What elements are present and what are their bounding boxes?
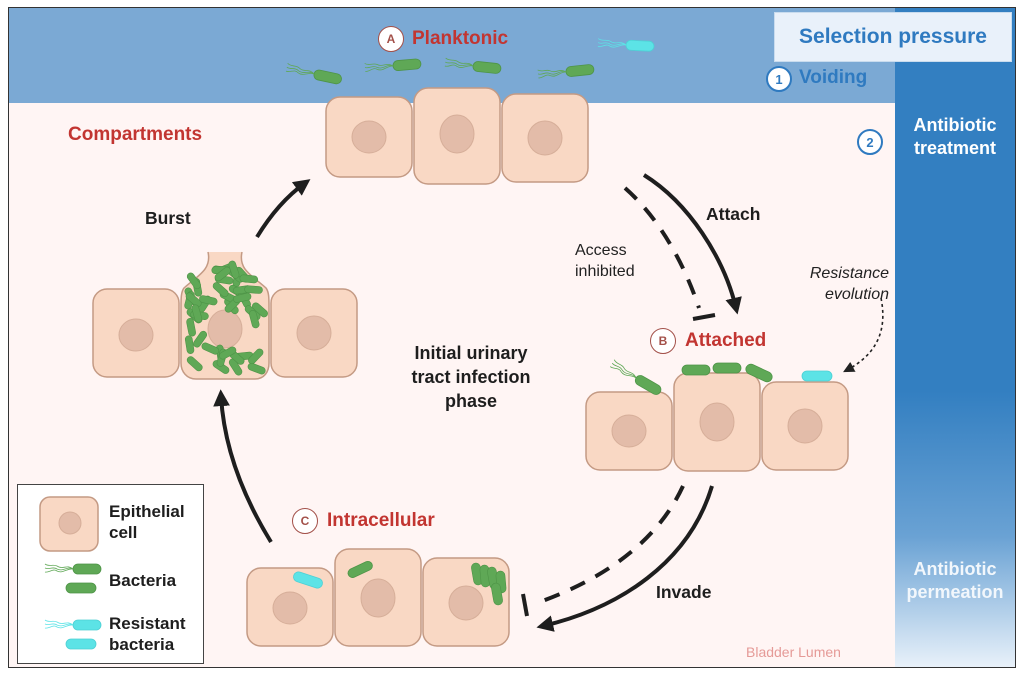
epithelial-cell-icon	[39, 496, 99, 552]
epithelial-cell	[413, 87, 501, 185]
burst-bacterium	[191, 304, 203, 323]
epithelial-cell	[334, 548, 422, 647]
epithelial-cell	[325, 96, 413, 178]
attached-bacterium	[745, 363, 773, 383]
epithelial-cell	[270, 288, 358, 378]
pressure-number-badge: 2	[857, 129, 883, 155]
access-inhibited-label: Access inhibited	[575, 242, 635, 280]
epithelial-cell	[501, 93, 589, 183]
attach-arrow	[642, 173, 742, 315]
legend-resistant-bacteria-label: Resistant bacteria	[109, 614, 186, 654]
planktonic-bacterium	[537, 63, 595, 81]
epithelial-cell	[585, 391, 673, 471]
stage-badge-a: A	[378, 26, 404, 52]
burst-return-arrow	[213, 389, 273, 544]
intracellular-label: Intracellular	[327, 510, 435, 531]
invade-arrow	[536, 485, 714, 632]
antibiotic-treatment-label: Antibiotic treatment	[913, 115, 997, 158]
burst-bacterium	[193, 330, 208, 348]
burst-bacterium	[186, 356, 203, 372]
invade-inhibited-dashed-path	[533, 485, 685, 606]
voiding-label: Voiding	[799, 67, 868, 88]
access-inhibited-bar	[692, 313, 716, 321]
burst-bacterium	[233, 292, 252, 303]
burst-bacterium	[186, 318, 196, 337]
stage-badge-b: B	[650, 328, 676, 354]
antibiotic-permeation-label: Antibiotic permeation	[906, 559, 1004, 602]
epithelial-cell	[92, 288, 180, 378]
burst-bacterium	[248, 348, 264, 365]
burst-bacterium	[228, 260, 240, 279]
burst-bacterium	[244, 285, 263, 294]
attached-bacterium	[712, 362, 742, 374]
attach-label: Attach	[706, 204, 761, 224]
compartments-title: Compartments	[68, 124, 203, 145]
attached-bacterium	[681, 364, 711, 376]
burst-bacterium	[249, 310, 260, 329]
burst-bacterium	[186, 272, 201, 290]
burst-label: Burst	[145, 208, 191, 228]
planktonic-resistant-bacterium	[597, 38, 655, 52]
bladder-lumen-label: Bladder Lumen	[746, 644, 841, 660]
attached-label: Attached	[685, 330, 767, 351]
legend-icons	[39, 496, 102, 650]
epithelial-cell	[761, 381, 849, 471]
intracellular-resistant-bacterium	[293, 571, 323, 589]
planktonic-bacterium	[285, 62, 343, 86]
attached-resistant-bacterium	[801, 370, 833, 382]
burst-bacterium	[228, 358, 243, 376]
bacteria-icon	[44, 563, 102, 594]
invade-inhibited-bar	[521, 593, 529, 617]
burst-bacterium	[247, 362, 266, 375]
attached-bacterium	[608, 359, 664, 397]
planktonic-label: Planktonic	[412, 28, 509, 49]
legend-epithelial-cell-label: Epithelial cell	[109, 502, 185, 542]
access-inhibited-dashed-path	[623, 186, 701, 309]
epithelial-cell	[673, 372, 761, 472]
resistance-evolution-arrow	[843, 297, 884, 373]
voiding-lumen-band	[9, 8, 895, 103]
invade-label: Invade	[656, 582, 712, 602]
burst-bacterium	[201, 342, 220, 355]
selection-pressure-header: Selection pressure	[774, 12, 1012, 62]
resistant-bacteria-icon	[44, 619, 102, 650]
burst-arrow	[255, 179, 311, 239]
intracellular-bacterium	[347, 560, 373, 578]
burst-bacterium	[184, 335, 195, 354]
burst-bacterium	[212, 282, 229, 298]
stage-badge-c: C	[292, 508, 318, 534]
figure-frame: Selection pressure 1 Voiding 2 Antibioti…	[8, 7, 1016, 668]
epithelial-cell	[246, 567, 334, 647]
planktonic-bacterium	[444, 57, 502, 75]
diagram-canvas	[92, 38, 884, 647]
legend: Epithelial cell Bacteria Resistant bacte…	[17, 484, 204, 664]
burst-bacterium	[185, 292, 202, 308]
burst-bacterium	[239, 274, 259, 284]
legend-bacteria-label: Bacteria	[109, 571, 177, 590]
pressure-number-badge: 1	[766, 66, 792, 92]
resistance-evolution-label: Resistance evolution	[809, 265, 889, 303]
burst-bacteria-cluster	[184, 260, 268, 376]
selection-pressure-title: Selection pressure	[799, 25, 987, 48]
antibiotic-gradient-band	[895, 8, 1015, 667]
center-phase-label: Initial urinary tract infection phase	[411, 343, 531, 411]
burst-bacterium	[219, 346, 237, 360]
planktonic-bacterium	[364, 58, 422, 74]
burst-bacterium	[199, 295, 218, 306]
